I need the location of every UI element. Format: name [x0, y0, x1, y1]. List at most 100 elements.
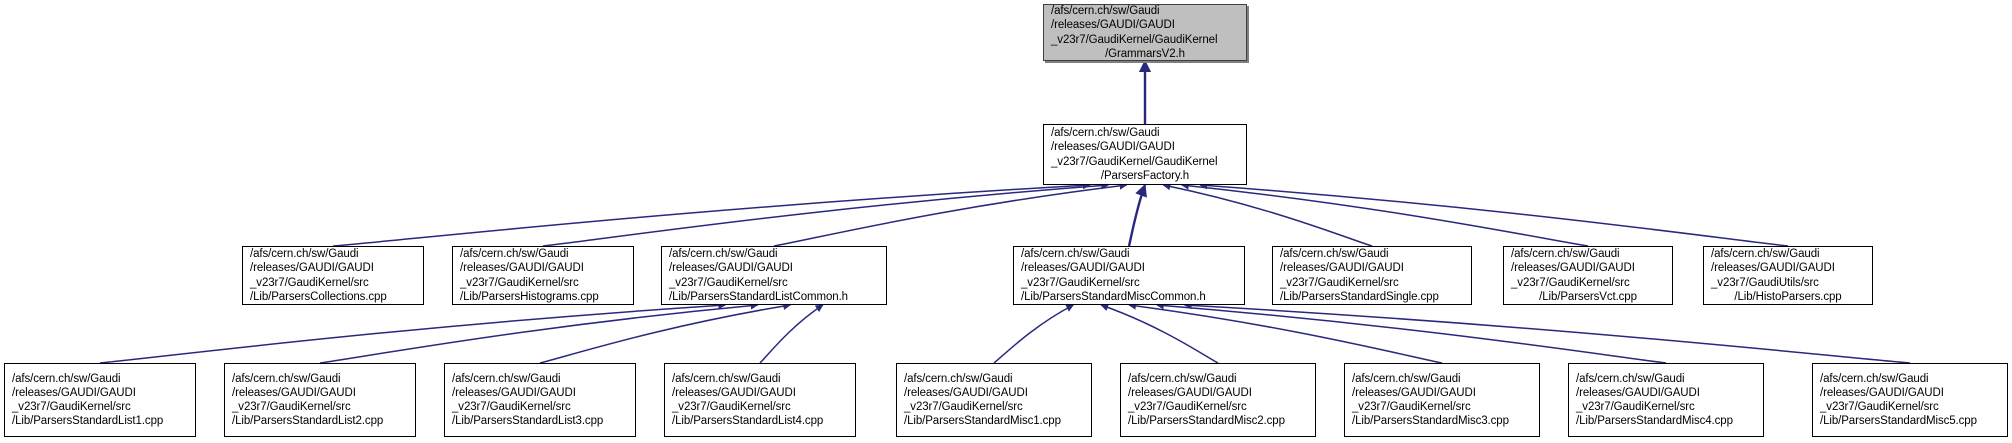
graph-node-parsershistograms[interactable]: /afs/cern.ch/sw/Gaudi/releases/GAUDI/GAU…: [452, 246, 634, 305]
node-text-line-2: /releases/GAUDI/GAUDI: [1280, 262, 1404, 275]
node-text-line-4: /Lib/ParsersStandardMiscCommon.h: [1021, 290, 1206, 303]
node-text-line-1: /afs/cern.ch/sw/Gaudi: [1352, 372, 1461, 385]
graph-node-parsersstandardlist4[interactable]: /afs/cern.ch/sw/Gaudi/releases/GAUDI/GAU…: [664, 363, 856, 437]
node-text-line-4: /Lib/ParsersStandardMisc5.cpp: [1820, 415, 1977, 428]
node-text-line-1: /afs/cern.ch/sw/Gaudi: [250, 248, 359, 261]
node-text-line-1: /afs/cern.ch/sw/Gaudi: [12, 372, 121, 385]
node-text-line-3: _v23r7/GaudiKernel/src: [12, 401, 131, 413]
node-text-line-4: /GrammarsV2.h: [1105, 47, 1185, 60]
node-text-line-1: /afs/cern.ch/sw/Gaudi: [1511, 248, 1620, 261]
node-text-line-3: _v23r7/GaudiKernel/GaudiKernel: [1051, 155, 1218, 168]
node-text-line-3: _v23r7/GaudiKernel/src: [1280, 276, 1399, 289]
edge-parsersstandardlist2-to-parsersstandardlistcommon: [319, 301, 759, 364]
edge-histoparsers-to-parsersfactory: [1199, 181, 1789, 247]
node-text-line-2: /releases/GAUDI/GAUDI: [1051, 19, 1175, 32]
graph-node-parsersstandardlist3[interactable]: /afs/cern.ch/sw/Gaudi/releases/GAUDI/GAU…: [444, 363, 636, 437]
graph-node-parsersstandardlist2[interactable]: /afs/cern.ch/sw/Gaudi/releases/GAUDI/GAU…: [224, 363, 416, 437]
graph-node-histoparsers[interactable]: /afs/cern.ch/sw/Gaudi/releases/GAUDI/GAU…: [1703, 246, 1873, 305]
node-text-line-4: /Lib/ParsersStandardListCommon.h: [669, 290, 848, 303]
node-text-line-4: /ParsersFactory.h: [1100, 169, 1190, 182]
graph-node-grammarsv2[interactable]: /afs/cern.ch/sw/Gaudi/releases/GAUDI/GAU…: [1043, 4, 1247, 61]
node-text-line-2: /releases/GAUDI/GAUDI: [1128, 386, 1252, 399]
node-text-line-4: /Lib/ParsersStandardMisc2.cpp: [1128, 415, 1285, 428]
node-text-line-1: /afs/cern.ch/sw/Gaudi: [452, 372, 561, 385]
graph-node-parsersfactory[interactable]: /afs/cern.ch/sw/Gaudi/releases/GAUDI/GAU…: [1043, 124, 1247, 185]
node-text-line-2: /releases/GAUDI/GAUDI: [1051, 141, 1175, 154]
node-text-line-2: /releases/GAUDI/GAUDI: [1352, 386, 1476, 399]
graph-node-parsersstandardlist1[interactable]: /afs/cern.ch/sw/Gaudi/releases/GAUDI/GAU…: [4, 363, 196, 437]
node-text-line-3: _v23r7/GaudiKernel/src: [904, 401, 1023, 413]
node-text-line-2: /releases/GAUDI/GAUDI: [1511, 262, 1635, 275]
graph-node-parsersstandardmisc1[interactable]: /afs/cern.ch/sw/Gaudi/releases/GAUDI/GAU…: [896, 363, 1092, 437]
node-text-line-1: /afs/cern.ch/sw/Gaudi: [1280, 248, 1389, 261]
node-text-line-4: /Lib/ParsersCollections.cpp: [250, 290, 387, 303]
graph-node-parsersstandardmisc4[interactable]: /afs/cern.ch/sw/Gaudi/releases/GAUDI/GAU…: [1568, 363, 1764, 437]
node-text-line-4: /Lib/ParsersVct.cpp: [1539, 290, 1637, 303]
node-text-line-2: /releases/GAUDI/GAUDI: [1820, 386, 1944, 399]
edge-parsersstandardmisc5-to-parsersstandardmisccommon: [1183, 301, 1911, 364]
node-text-line-4: /Lib/ParsersHistograms.cpp: [460, 290, 599, 303]
edge-parsersstandardsingle-to-parsersfactory: [1162, 182, 1373, 247]
node-text-line-3: _v23r7/GaudiKernel/src: [672, 401, 791, 413]
node-text-line-2: /releases/GAUDI/GAUDI: [669, 262, 793, 275]
node-text-line-4: /Lib/HistoParsers.cpp: [1734, 290, 1842, 303]
node-text-line-2: /releases/GAUDI/GAUDI: [460, 262, 584, 275]
node-text-line-3: _v23r7/GaudiKernel/src: [232, 401, 351, 413]
node-text-line-3: _v23r7/GaudiKernel/src: [1511, 276, 1630, 289]
edge-parsershistograms-to-parsersfactory: [542, 181, 1110, 247]
graph-node-parsersstandardmisccommon[interactable]: /afs/cern.ch/sw/Gaudi/releases/GAUDI/GAU…: [1013, 246, 1245, 305]
node-text-line-1: /afs/cern.ch/sw/Gaudi: [669, 248, 778, 261]
edge-parsersvct-to-parsersfactory: [1180, 181, 1589, 247]
graph-node-parsersstandardlistcommon[interactable]: /afs/cern.ch/sw/Gaudi/releases/GAUDI/GAU…: [661, 246, 887, 305]
edge-parsersstandardmisc3-to-parsersstandardmisccommon: [1128, 302, 1443, 364]
node-text-line-3: _v23r7/GaudiUtils/src: [1711, 276, 1819, 289]
node-text-line-3: _v23r7/GaudiKernel/src: [1021, 276, 1140, 289]
node-text-line-2: /releases/GAUDI/GAUDI: [672, 386, 796, 399]
node-text-line-3: _v23r7/GaudiKernel/src: [250, 276, 369, 289]
node-text-line-2: /releases/GAUDI/GAUDI: [250, 262, 374, 275]
node-text-line-4: /Lib/ParsersStandardList3.cpp: [452, 415, 604, 428]
node-text-line-3: _v23r7/GaudiKernel/src: [1820, 401, 1939, 413]
node-text-line-2: /releases/GAUDI/GAUDI: [1711, 262, 1835, 275]
node-text-line-1: /afs/cern.ch/sw/Gaudi: [1820, 372, 1929, 385]
graph-node-parsersstandardsingle[interactable]: /afs/cern.ch/sw/Gaudi/releases/GAUDI/GAU…: [1272, 246, 1472, 305]
graph-node-parsersstandardmisc2[interactable]: /afs/cern.ch/sw/Gaudi/releases/GAUDI/GAU…: [1120, 363, 1316, 437]
node-text-line-4: /Lib/ParsersStandardList4.cpp: [672, 415, 824, 428]
node-text-line-3: _v23r7/GaudiKernel/src: [1576, 401, 1695, 413]
edge-parsersstandardlist1-to-parsersstandardlistcommon: [99, 301, 726, 364]
node-text-line-1: /afs/cern.ch/sw/Gaudi: [1051, 127, 1160, 140]
edge-parsersstandardlist3-to-parsersstandardlistcommon: [539, 302, 792, 364]
node-text-line-3: _v23r7/GaudiKernel/src: [1352, 401, 1471, 413]
node-text-line-4: /Lib/ParsersStandardMisc4.cpp: [1576, 415, 1733, 428]
edge-parsersstandardmisc2-to-parsersstandardmisccommon: [1100, 303, 1219, 364]
node-text-line-4: /Lib/ParsersStandardList2.cpp: [232, 415, 384, 428]
node-text-line-1: /afs/cern.ch/sw/Gaudi: [672, 372, 781, 385]
node-text-line-1: /afs/cern.ch/sw/Gaudi: [232, 372, 341, 385]
node-text-line-4: /Lib/ParsersStandardSingle.cpp: [1280, 290, 1439, 303]
graph-node-parserscollections[interactable]: /afs/cern.ch/sw/Gaudi/releases/GAUDI/GAU…: [242, 246, 424, 305]
edge-parsersstandardmisc4-to-parsersstandardmisccommon: [1156, 301, 1667, 364]
node-text-line-4: /Lib/ParsersStandardMisc1.cpp: [904, 415, 1061, 428]
edge-parsersstandardlist4-to-parsersstandardlistcommon: [759, 304, 824, 364]
node-text-line-2: /releases/GAUDI/GAUDI: [904, 386, 1028, 399]
graph-node-parsersstandardmisc3[interactable]: /afs/cern.ch/sw/Gaudi/releases/GAUDI/GAU…: [1344, 363, 1540, 437]
edge-parsersstandardmisccommon-to-parsersfactory: [1127, 183, 1147, 247]
node-text-line-3: _v23r7/GaudiKernel/src: [452, 401, 571, 413]
node-text-line-1: /afs/cern.ch/sw/Gaudi: [904, 372, 1013, 385]
node-text-line-2: /releases/GAUDI/GAUDI: [232, 386, 356, 399]
node-text-line-1: /afs/cern.ch/sw/Gaudi: [1711, 248, 1820, 261]
node-text-line-3: _v23r7/GaudiKernel/GaudiKernel: [1051, 33, 1218, 46]
node-text-line-3: _v23r7/GaudiKernel/src: [1128, 401, 1247, 413]
node-text-line-2: /releases/GAUDI/GAUDI: [12, 386, 136, 399]
node-text-line-2: /releases/GAUDI/GAUDI: [452, 386, 576, 399]
edge-parserscollections-to-parsersfactory: [332, 181, 1091, 247]
graph-node-parsersstandardmisc5[interactable]: /afs/cern.ch/sw/Gaudi/releases/GAUDI/GAU…: [1812, 363, 2008, 437]
node-text-line-1: /afs/cern.ch/sw/Gaudi: [1128, 372, 1237, 385]
node-text-line-2: /releases/GAUDI/GAUDI: [1576, 386, 1700, 399]
node-text-line-3: _v23r7/GaudiKernel/src: [669, 276, 788, 289]
node-text-line-1: /afs/cern.ch/sw/Gaudi: [1021, 248, 1130, 261]
node-text-line-2: /releases/GAUDI/GAUDI: [1021, 262, 1145, 275]
graph-node-parsersvct[interactable]: /afs/cern.ch/sw/Gaudi/releases/GAUDI/GAU…: [1503, 246, 1673, 305]
node-text-line-1: /afs/cern.ch/sw/Gaudi: [1576, 372, 1685, 385]
